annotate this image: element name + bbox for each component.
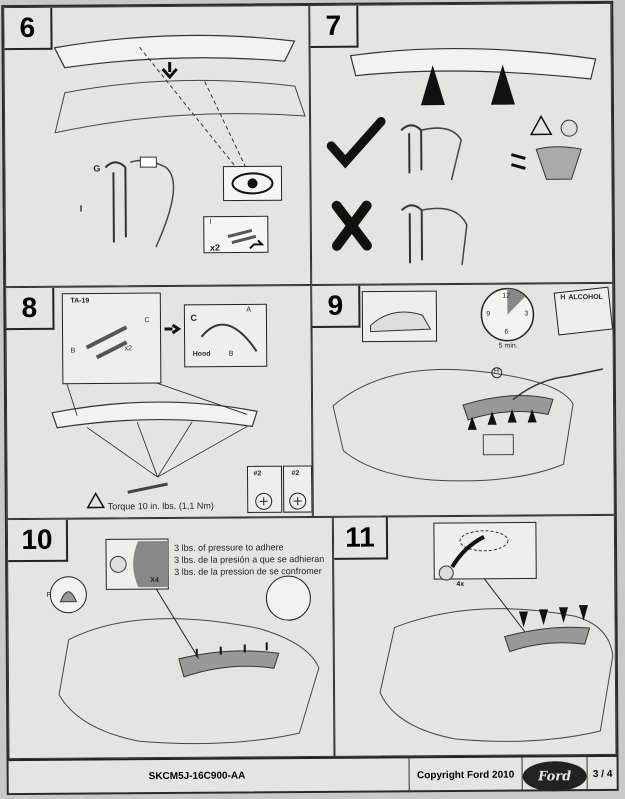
callout-f: F (46, 591, 51, 599)
callout-g: G (93, 163, 101, 174)
phillips-size-b: #2 (291, 470, 300, 478)
clock-9: 9 (486, 310, 491, 318)
step-8-panel: 8 TA-19 B C x2 C A Hood B Torque 10 i (5, 284, 313, 520)
duration-label: 5 min. (498, 342, 518, 350)
clock-12: 12 (502, 292, 511, 300)
pressure-es: 3 lbs. de la presión a que se adhieran (174, 553, 325, 565)
copyright: Copyright Ford 2010 (408, 757, 523, 793)
step-9-panel: 9 H ALCOHOL 12 3 6 9 5 min. H (311, 282, 615, 517)
step-10-panel: 10 X4 F 3 lbs. of pressure to adhere 3 l… (6, 516, 335, 760)
multiplier-x2: x2 (124, 345, 133, 353)
multiplier-4x: 4x (456, 580, 465, 588)
callout-i: I (79, 203, 83, 214)
ford-logo: Ford (522, 761, 587, 792)
step-7-illustration (326, 47, 597, 266)
step-11-illustration (379, 521, 614, 742)
callout-c2: C (190, 312, 197, 323)
multiplier-x2: x2 (209, 242, 220, 253)
callout-b2: B (228, 350, 234, 358)
clock-3: 3 (524, 310, 529, 318)
torque-spec: Torque 10 in. lbs. (1,1 Nm) (107, 500, 214, 512)
pressure-fr: 3 lbs. de la pression de se confromer (174, 565, 322, 577)
alcohol-label: ALCOHOL (568, 293, 603, 302)
multiplier-x4: X4 (150, 577, 159, 585)
callout-h-box: H (560, 294, 566, 302)
callout-c: C (144, 317, 150, 325)
pressure-en: 3 lbs. of pressure to adhere (174, 542, 284, 553)
phillips-size-a: #2 (253, 470, 262, 478)
tool-ta19: TA-19 (70, 297, 90, 305)
footer: SKCM5J-16C900-AA Copyright Ford 2010 For… (8, 754, 618, 796)
step-6-illustration (53, 34, 306, 254)
callout-i-small: I (209, 218, 212, 226)
callout-b: B (70, 347, 76, 355)
step-8-illustration (51, 292, 313, 513)
callout-a: A (246, 306, 252, 314)
step-11-panel: 11 4x (332, 514, 617, 757)
clock-6: 6 (504, 328, 509, 336)
step-9-illustration (332, 286, 614, 482)
step-7-panel: 7 (309, 2, 614, 285)
callout-h: H (493, 367, 499, 375)
step-10-illustration (49, 538, 320, 745)
hood-label: Hood (192, 350, 211, 358)
page-number: 3 / 4 (586, 756, 618, 792)
step-6-panel: 6 G I I x2 (3, 4, 312, 288)
part-code: SKCM5J-16C900-AA (148, 770, 246, 783)
